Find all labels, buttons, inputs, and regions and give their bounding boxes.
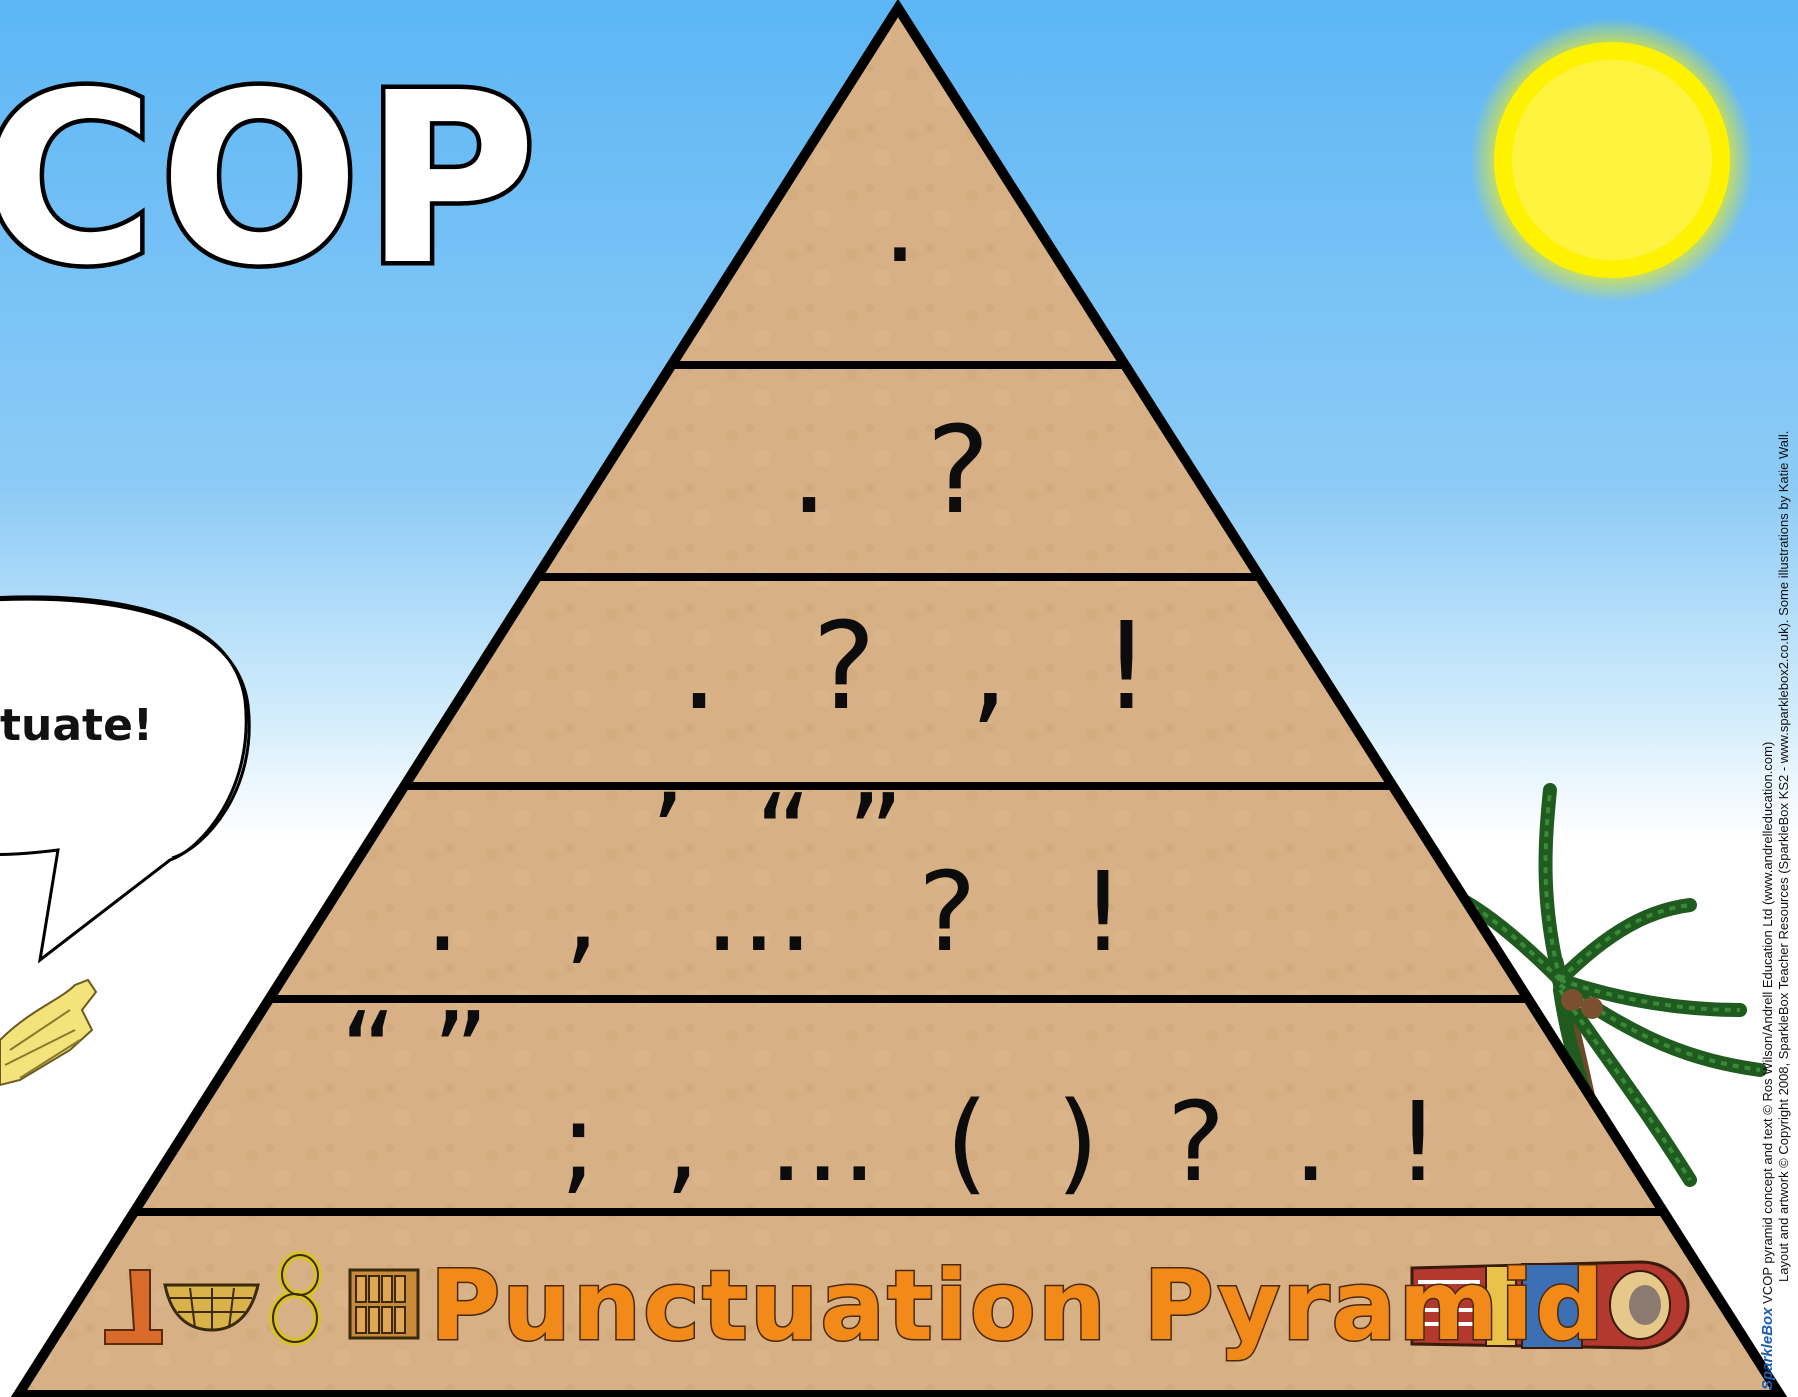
credits: SparkleBox VCOP pyramid concept and text… — [1759, 430, 1792, 1390]
tier-2-symbols: . ? — [790, 402, 1020, 541]
speech-bubble — [0, 595, 251, 964]
sun-icon — [1470, 18, 1754, 302]
hieroglyph-leg-icon — [104, 1269, 163, 1345]
sarcophagus-icon — [1410, 1260, 1690, 1350]
page-title: COP — [0, 42, 541, 317]
tier-4-top-row: ’ “ ” — [650, 770, 904, 898]
hieroglyph-grid-icon — [348, 1268, 420, 1340]
speech-bubble-text: tuate! — [0, 700, 153, 751]
mummy-hand-icon — [0, 978, 98, 1087]
brand-logo: SparkleBox — [1759, 1307, 1776, 1390]
pyramid-base-title: Punctuation Pyramid — [429, 1249, 1606, 1364]
hieroglyph-basket-icon — [163, 1283, 260, 1332]
credits-line-2: Layout and artwork © Copyright 2008, Spa… — [1776, 430, 1791, 1282]
credits-line-1: VCOP pyramid concept and text © Ros Wils… — [1760, 741, 1775, 1304]
tier-5-top-row: “ ” — [340, 988, 489, 1116]
tier-3-symbols: . ? , ! — [680, 598, 1179, 737]
hieroglyph-rope-icon — [269, 1251, 322, 1346]
tier-1-symbols: . — [882, 159, 918, 287]
